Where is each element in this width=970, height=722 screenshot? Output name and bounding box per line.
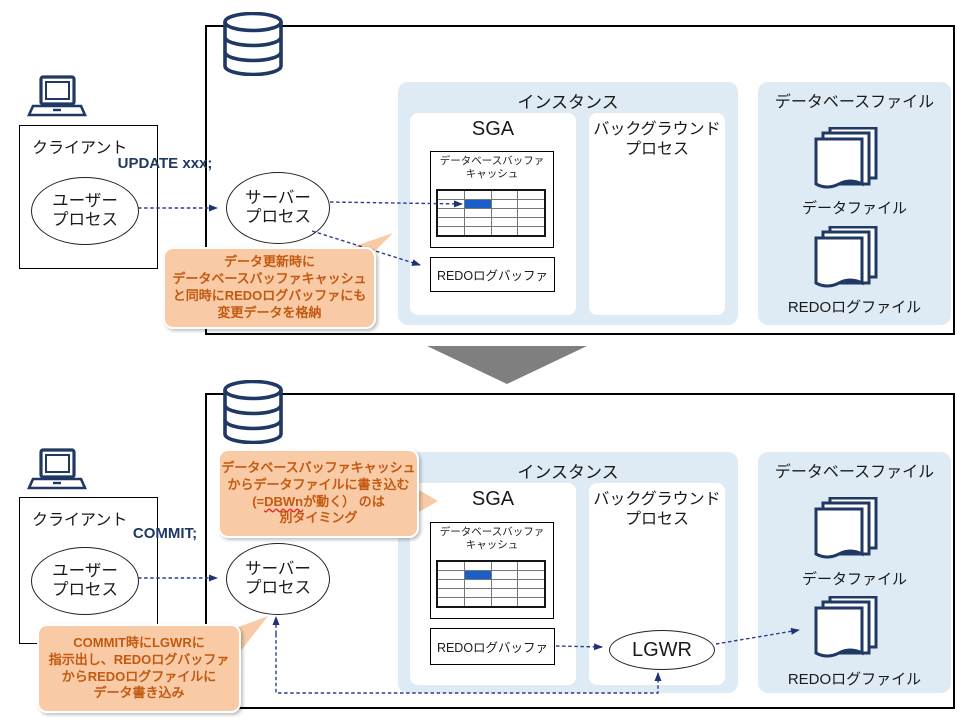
user-process-ellipse-bottom: ユーザー プロセス xyxy=(31,547,139,615)
redo-log-buffer-label-bottom: REDOログバッファ xyxy=(436,641,549,655)
redo-log-buffer-top: REDOログバッファ xyxy=(430,257,555,292)
callout-dbwn: データベースバッファキャッシュ からデータファイルに書き込む (=DBWnが動く… xyxy=(218,449,419,538)
callout-update-line4: 変更データを格納 xyxy=(217,304,322,320)
database-icon-bottom xyxy=(218,380,288,444)
laptop-icon-top xyxy=(26,75,88,122)
redo-log-buffer-bottom: REDOログバッファ xyxy=(430,628,555,665)
buffer-cache-box-bottom: データベースバッファ キャッシュ xyxy=(430,522,554,619)
buffer-cache-box-top: データベースバッファ キャッシュ xyxy=(430,151,554,248)
callout-lgwr-line3: からREDOログファイルに xyxy=(61,668,217,684)
sga-label-top: SGA xyxy=(471,118,515,140)
background-process-box-top xyxy=(589,113,725,315)
background-process-label-top: バックグラウンド プロセス xyxy=(589,120,725,160)
dbwn-word: DBWn xyxy=(264,493,304,509)
background-label-line1: バックグラウンド xyxy=(593,121,721,138)
callout-update-top: データ更新時に データベースバッファキャッシュ と同時にREDOログバッファにも… xyxy=(163,247,376,329)
callout-update-line1: データ更新時に xyxy=(223,254,315,270)
callout-lgwr-line1: COMMIT時にLGWRに xyxy=(73,634,205,650)
document-stack-icon-redofile-bottom xyxy=(808,596,880,662)
callout-lgwr-line2: 指示出し、REDOログバッファ xyxy=(48,651,230,667)
buffer-cache-label-line1: データベースバッファ xyxy=(439,526,545,538)
server-process-ellipse-top: サーバー プロセス xyxy=(226,172,330,244)
sql-label-bottom: COMMIT; xyxy=(132,525,198,542)
document-stack-icon-redofile-top xyxy=(808,226,880,292)
datafile-label-top: データファイル xyxy=(801,200,907,217)
buffer-cache-label-line1: データベースバッファ xyxy=(439,155,545,167)
background-label-line1: バックグラウンド xyxy=(593,491,721,508)
buffer-cache-grid-bottom xyxy=(436,560,546,608)
instance-label-top: インスタンス xyxy=(517,93,619,112)
buffer-cache-label-line2: キャッシュ xyxy=(465,539,519,552)
redofile-label-top: REDOログファイル xyxy=(787,299,922,316)
background-process-label-bottom: バックグラウンド プロセス xyxy=(589,490,725,530)
document-stack-icon-datafile-top xyxy=(808,127,880,193)
redofile-label-bottom: REDOログファイル xyxy=(787,671,922,688)
callout-lgwr-line4: データ書き込み xyxy=(93,685,185,701)
user-process-ellipse-top: ユーザー プロセス xyxy=(31,177,139,245)
callout-update-line2: データベースバッファキャッシュ xyxy=(172,271,367,287)
document-stack-icon-datafile-bottom xyxy=(808,497,880,563)
instance-label-bottom: インスタンス xyxy=(517,463,619,482)
user-process-line1: ユーザー xyxy=(52,562,118,581)
callout-dbwn-line4: 別タイミング xyxy=(279,510,358,526)
database-files-label-bottom: データベースファイル xyxy=(774,464,935,481)
laptop-icon-bottom xyxy=(26,448,88,495)
lgwr-ellipse: LGWR xyxy=(609,630,715,670)
callout-dbwn-line2: からデータファイルに書き込む xyxy=(227,476,410,492)
database-files-label-top: データベースファイル xyxy=(774,94,935,111)
background-label-line2: プロセス xyxy=(624,141,689,158)
buffer-cache-label-line2: キャッシュ xyxy=(465,168,519,181)
datafile-label-bottom: データファイル xyxy=(801,571,907,588)
callout-dbwn-line1: データベースバッファキャッシュ xyxy=(221,459,416,475)
user-process-line2: プロセス xyxy=(52,581,118,599)
user-process-line2: プロセス xyxy=(52,211,118,229)
sql-label-top: UPDATE xxx; xyxy=(117,155,213,172)
buffer-cache-grid-top xyxy=(436,189,546,237)
client-label-bottom: クライアント xyxy=(32,512,128,529)
server-process-line2: プロセス xyxy=(245,208,311,226)
transition-arrow-down xyxy=(427,346,587,384)
callout-dbwn-line3: (=DBWnが動く） のは xyxy=(252,493,385,509)
callout-lgwr: COMMIT時にLGWRに 指示出し、REDOログバッファ からREDOログファ… xyxy=(37,624,241,713)
server-process-ellipse-bottom: サーバー プロセス xyxy=(226,543,330,615)
user-process-line1: ユーザー xyxy=(52,192,118,211)
database-icon-top xyxy=(218,12,288,76)
redo-log-buffer-label-top: REDOログバッファ xyxy=(436,269,549,283)
server-process-line1: サーバー xyxy=(245,189,311,208)
callout-update-line3: と同時にREDOログバッファにも xyxy=(172,288,367,303)
lgwr-label: LGWR xyxy=(632,638,692,661)
server-process-line2: プロセス xyxy=(245,579,311,597)
sga-label-bottom: SGA xyxy=(471,488,515,510)
background-label-line2: プロセス xyxy=(624,511,689,528)
server-process-line1: サーバー xyxy=(245,560,311,579)
client-label-top: クライアント xyxy=(32,140,128,157)
